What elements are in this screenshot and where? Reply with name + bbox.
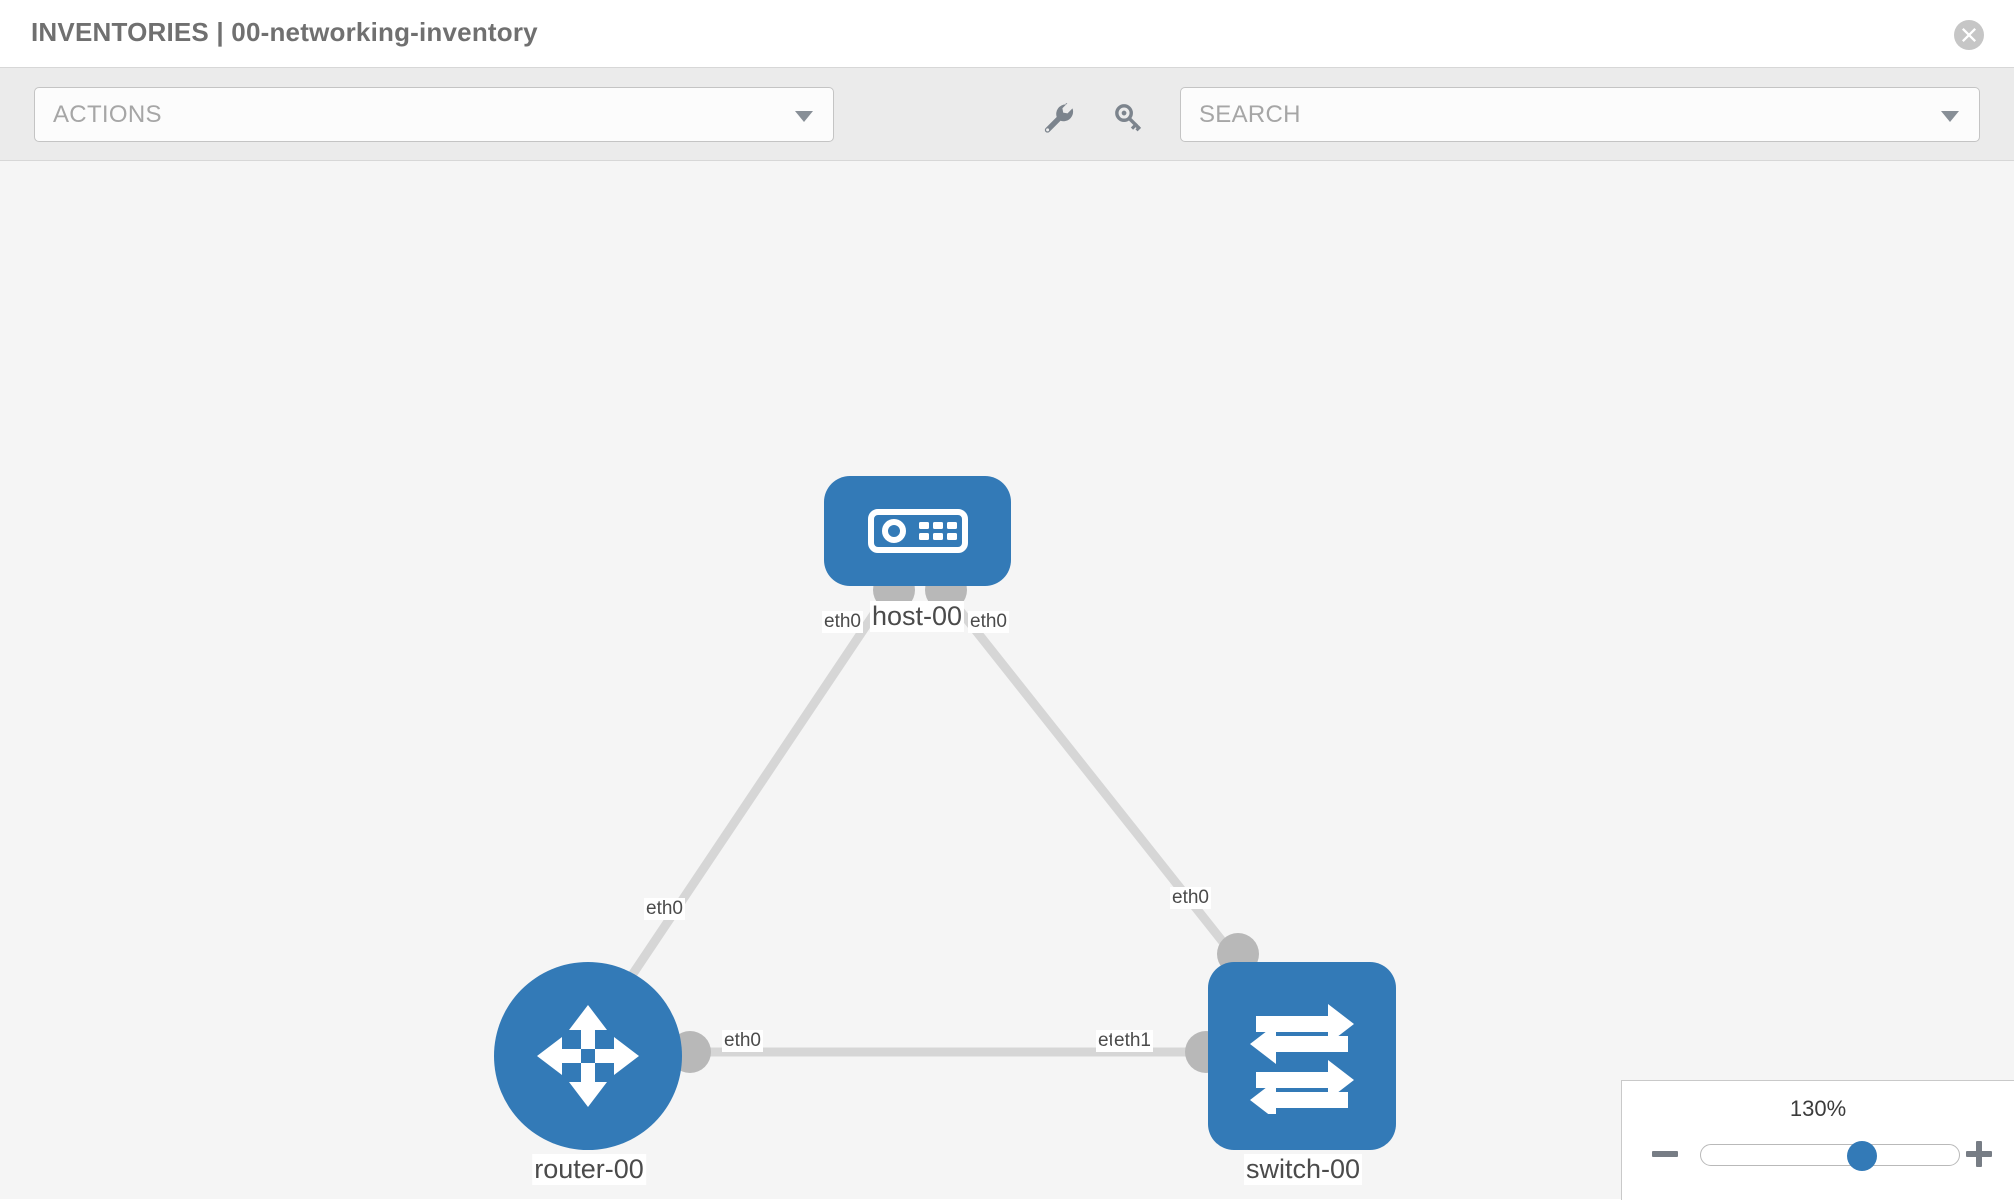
- chevron-down-icon: [1941, 111, 1959, 122]
- edge-label-host-left: eth0: [822, 611, 863, 633]
- edge-label-router-right: eth0: [722, 1030, 763, 1052]
- key-icon[interactable]: [1112, 101, 1146, 135]
- actions-dropdown[interactable]: ACTIONS: [34, 87, 834, 142]
- edge-label-switch-left: eth1: [1112, 1030, 1153, 1052]
- toolbar: ACTIONS SEARCH: [0, 68, 2014, 161]
- chevron-down-icon: [795, 111, 813, 122]
- zoom-out-button[interactable]: [1650, 1139, 1680, 1169]
- wrench-icon[interactable]: [1041, 101, 1075, 135]
- node-switch-label: switch-00: [1243, 1154, 1363, 1185]
- edge-label-switch-uplink: eth0: [1170, 887, 1211, 909]
- search-input[interactable]: SEARCH: [1180, 87, 1980, 142]
- topology-edges: [595, 588, 1243, 1057]
- node-router-label: router-00: [532, 1154, 646, 1185]
- router-arrows-icon: [537, 1005, 639, 1107]
- node-switch-shape[interactable]: [1208, 962, 1396, 1150]
- edge-label-router-uplink: eth0: [644, 898, 685, 920]
- zoom-slider[interactable]: [1700, 1141, 1960, 1171]
- switch-arrows-icon: [1250, 1004, 1354, 1114]
- close-icon[interactable]: [1954, 20, 1984, 50]
- node-host-shape[interactable]: [824, 476, 1011, 586]
- actions-dropdown-label: ACTIONS: [53, 101, 162, 128]
- zoom-control-panel: 130%: [1621, 1080, 2014, 1200]
- edge-host-router: [595, 588, 893, 1028]
- search-placeholder: SEARCH: [1199, 101, 1301, 128]
- topology-canvas[interactable]: host-00 router-00: [0, 161, 2014, 1199]
- node-host-label: host-00: [869, 601, 965, 632]
- zoom-level-value: 130%: [1789, 1096, 1847, 1121]
- page-title: INVENTORIES | 00-networking-inventory: [31, 17, 538, 47]
- server-icon: [867, 509, 968, 553]
- node-router-shape[interactable]: [494, 962, 682, 1150]
- zoom-slider-thumb[interactable]: [1847, 1141, 1877, 1171]
- page-header: INVENTORIES | 00-networking-inventory: [0, 0, 2014, 68]
- zoom-in-button[interactable]: [1964, 1139, 1994, 1169]
- edge-label-host-right: eth0: [968, 611, 1009, 633]
